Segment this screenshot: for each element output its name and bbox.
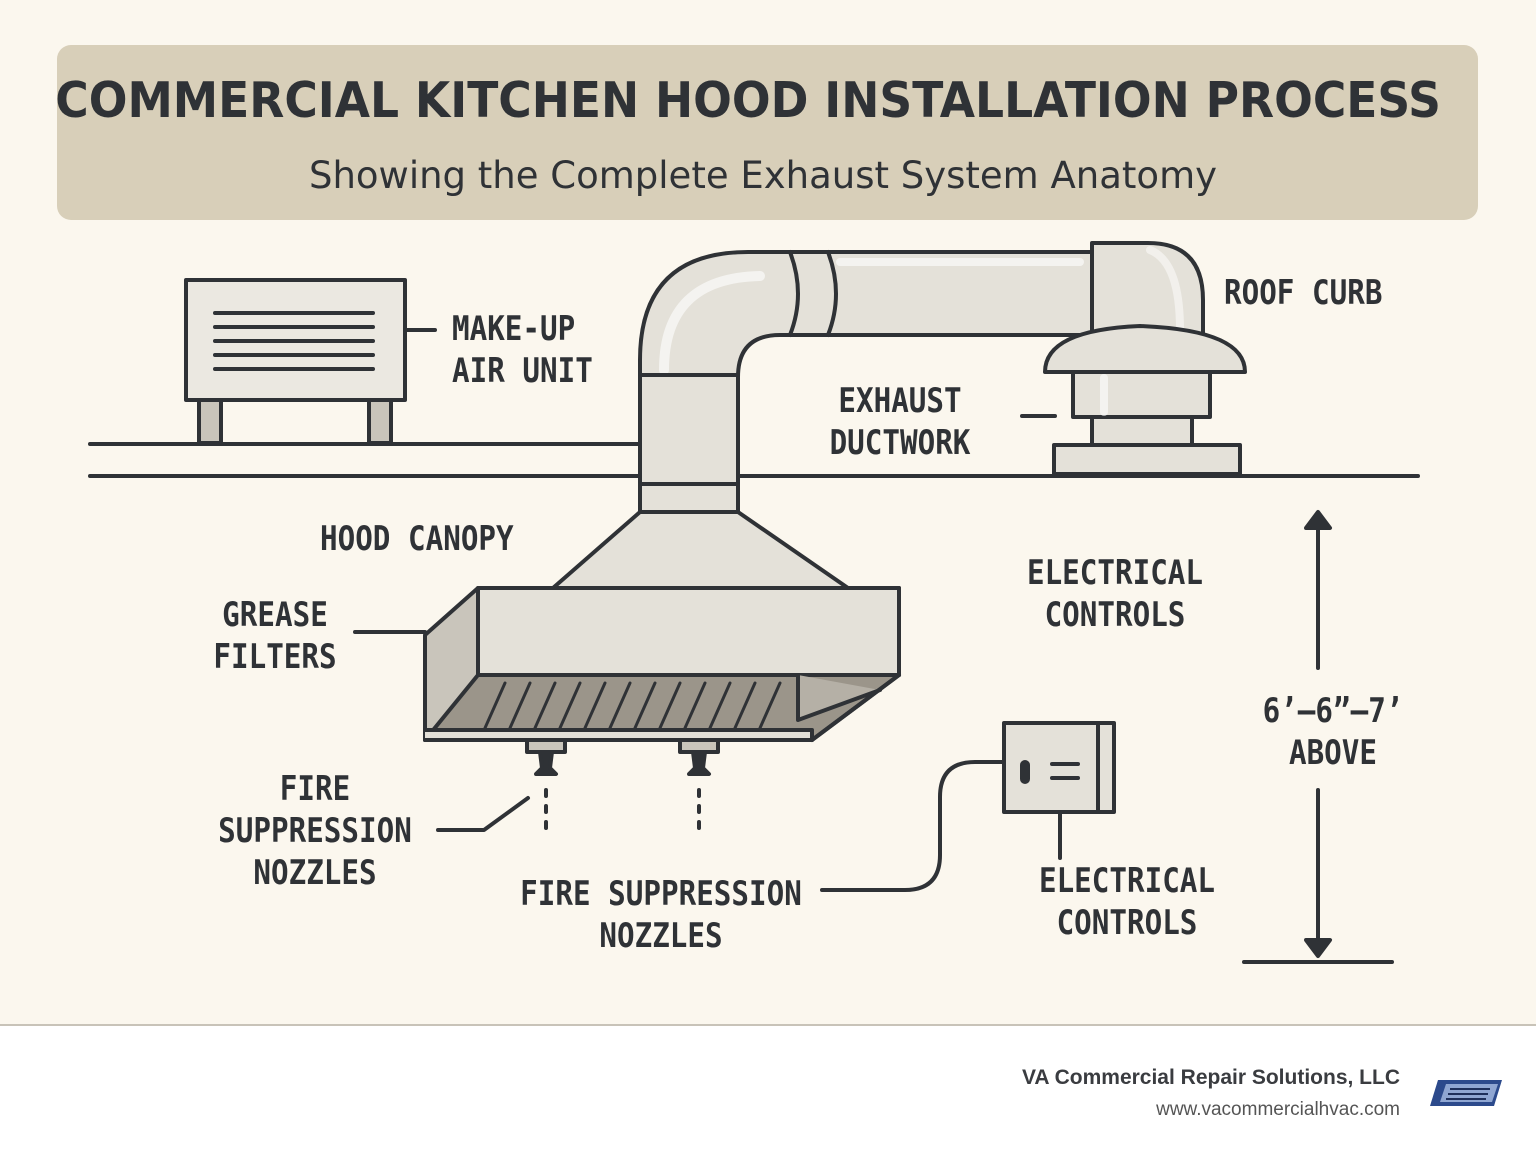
roof-fan bbox=[1020, 324, 1247, 476]
label-fire-suppression-bottom: FIRE SUPPRESSION NOZZLES bbox=[519, 873, 803, 957]
exhaust-duct bbox=[638, 241, 1205, 522]
label-exhaust-ductwork: EXHAUST DUCTWORK bbox=[805, 380, 994, 464]
label-fire-suppression-left: FIRE SUPPRESSION NOZZLES bbox=[208, 768, 423, 894]
label-line: NOZZLES bbox=[599, 916, 723, 956]
height-arrow bbox=[1242, 510, 1394, 964]
fire-suppression-nozzles bbox=[436, 738, 720, 840]
label-line: ELECTRICAL bbox=[1026, 553, 1204, 593]
page-title: COMMERCIAL KITCHEN HOOD INSTALLATION PRO… bbox=[55, 72, 1442, 129]
company-logo-icon bbox=[1430, 1080, 1502, 1106]
label-line: 6’–6”–7’ bbox=[1262, 691, 1404, 731]
footer bbox=[0, 1024, 1536, 1156]
header-band bbox=[57, 45, 1478, 220]
label-line: SUPPRESSION bbox=[218, 811, 412, 851]
label-height: 6’–6”–7’ ABOVE bbox=[1251, 690, 1414, 774]
label-line: CONTROLS bbox=[1044, 595, 1186, 635]
electrical-control-box bbox=[820, 721, 1116, 892]
label-line: MAKE-UP bbox=[452, 309, 576, 349]
label-roof-curb: ROOF CURB bbox=[1224, 273, 1383, 313]
label-line: FIRE SUPPRESSION bbox=[520, 874, 802, 914]
label-line: GREASE bbox=[222, 595, 328, 635]
hood-canopy bbox=[353, 482, 901, 742]
label-line: DUCTWORK bbox=[829, 423, 971, 463]
label-electrical-controls-bottom: ELECTRICAL CONTROLS bbox=[1028, 860, 1226, 944]
makeup-air-unit bbox=[184, 278, 437, 445]
page-subtitle: Showing the Complete Exhaust System Anat… bbox=[308, 154, 1218, 197]
label-line: ELECTRICAL bbox=[1038, 861, 1216, 901]
label-line: FILTERS bbox=[213, 637, 337, 677]
label-electrical-controls-top: ELECTRICAL CONTROLS bbox=[1016, 552, 1214, 636]
label-line: AIR UNIT bbox=[452, 351, 593, 391]
label-line: NOZZLES bbox=[253, 853, 377, 893]
company-name: VA Commercial Repair Solutions, LLC bbox=[1021, 1066, 1400, 1089]
label-hood-canopy: HOOD CANOPY bbox=[320, 519, 514, 559]
label-line: CONTROLS bbox=[1056, 903, 1198, 943]
label-line: FIRE bbox=[279, 769, 351, 809]
label-grease-filters: GREASE FILTERS bbox=[202, 594, 348, 678]
label-makeup-air-unit: MAKE-UP AIR UNIT bbox=[452, 308, 593, 392]
label-line: EXHAUST bbox=[838, 381, 962, 421]
label-line: ABOVE bbox=[1288, 733, 1378, 773]
company-website[interactable]: www.vacommercialhvac.com bbox=[1156, 1099, 1400, 1120]
exhaust-system-diagram bbox=[88, 241, 1420, 964]
